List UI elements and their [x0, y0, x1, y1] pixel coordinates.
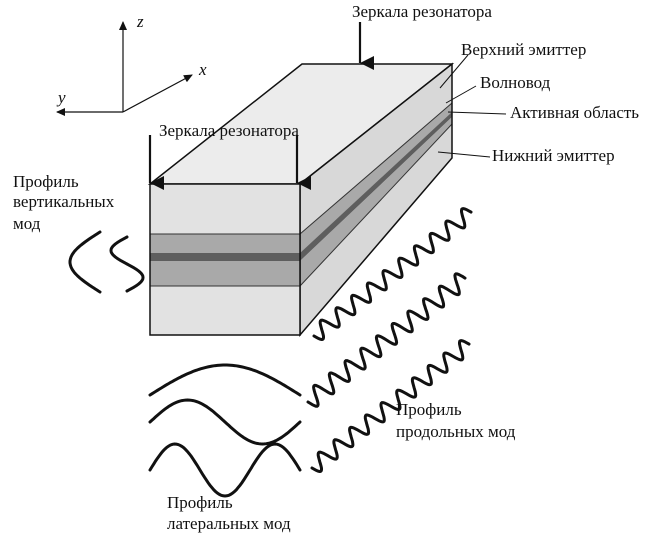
vertical-mode-2 [109, 235, 145, 293]
svg-text:мод: мод [13, 214, 41, 233]
x-axis [122, 74, 193, 113]
mode-profiles [68, 207, 473, 498]
longitudinal-profile-label: Профиль продольных мод [396, 400, 516, 441]
svg-text:вертикальных: вертикальных [13, 192, 115, 211]
waveguide-label: Волновод [480, 73, 551, 92]
lateral-mode-3 [148, 442, 302, 498]
bar-front-face [149, 183, 301, 336]
side-active-region [300, 112, 452, 261]
side-waveguide-upper [300, 103, 452, 253]
front-active-region [150, 253, 300, 261]
lateral-profile-label: Профиль латеральных мод [167, 493, 291, 533]
lower-emitter-label: Нижний эмиттер [492, 146, 615, 165]
svg-text:продольных мод: продольных мод [396, 422, 516, 441]
x-axis-label: x [198, 60, 207, 79]
y-axis-label: y [56, 88, 66, 107]
bar-side-face [299, 62, 453, 338]
front-waveguide-lower [150, 261, 300, 286]
coordinate-axes: z x y [56, 12, 207, 116]
longitudinal-mode-1 [312, 207, 473, 342]
longitudinal-mode-2 [306, 272, 467, 408]
longitudinal-mode-3 [310, 339, 471, 474]
mirrors-top-label: Зеркала резонатора [352, 2, 492, 21]
lateral-mode-1 [148, 363, 302, 397]
side-waveguide-lower [300, 117, 452, 286]
svg-text:Профиль: Профиль [396, 400, 462, 419]
front-waveguide-upper [150, 234, 300, 253]
vertical-profile-label: Профиль вертикальных мод [13, 172, 115, 233]
z-axis-label: z [136, 12, 144, 31]
svg-text:латеральных мод: латеральных мод [167, 514, 291, 533]
upper-emitter-label: Верхний эмиттер [461, 40, 586, 59]
lateral-mode-2 [148, 398, 302, 446]
svg-text:Профиль: Профиль [13, 172, 79, 191]
leader-lines [437, 54, 507, 158]
vertical-mode-1 [68, 230, 102, 294]
mirror-arrows [148, 22, 374, 190]
mirrors-front-label: Зеркала резонатора [159, 121, 299, 140]
active-region-label: Активная область [510, 103, 639, 122]
svg-text:Профиль: Профиль [167, 493, 233, 512]
